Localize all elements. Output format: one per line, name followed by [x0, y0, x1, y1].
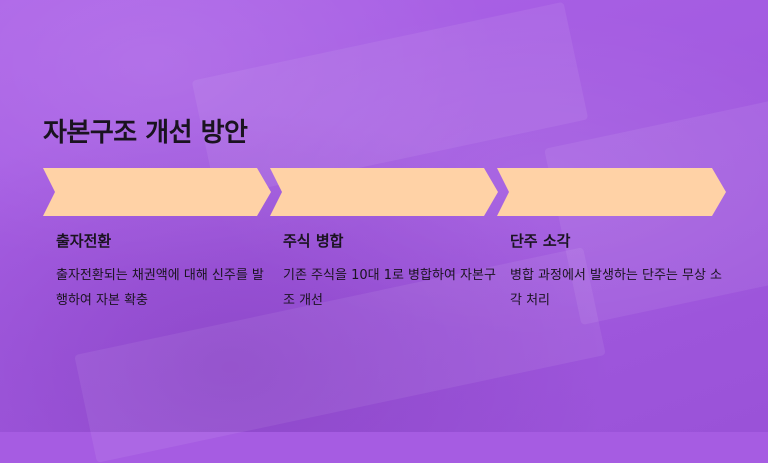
step-description: 기존 주식을 10대 1로 병합하여 자본구조 개선 [283, 268, 496, 308]
step-heading: 단주 소각 [510, 232, 571, 250]
slide-title: 자본구조 개선 방안 [43, 118, 248, 148]
chevron-step-1 [43, 168, 271, 216]
step-3: 단주 소각 병합 과정에서 발생하는 단주는 무상 소각 처리 [510, 230, 725, 313]
step-2: 주식 병합 기존 주식을 10대 1로 병합하여 자본구조 개선 [283, 230, 498, 313]
chevron-step-2 [270, 168, 498, 216]
step-description: 병합 과정에서 발생하는 단주는 무상 소각 처리 [510, 268, 723, 308]
step-heading: 주식 병합 [283, 232, 344, 250]
step-description: 출자전환되는 채권액에 대해 신주를 발행하여 자본 확충 [56, 268, 264, 308]
chevron-step-3 [497, 168, 726, 216]
step-heading: 출자전환 [56, 232, 112, 250]
background-image [0, 0, 768, 432]
step-1: 출자전환 출자전환되는 채권액에 대해 신주를 발행하여 자본 확충 [56, 230, 271, 313]
